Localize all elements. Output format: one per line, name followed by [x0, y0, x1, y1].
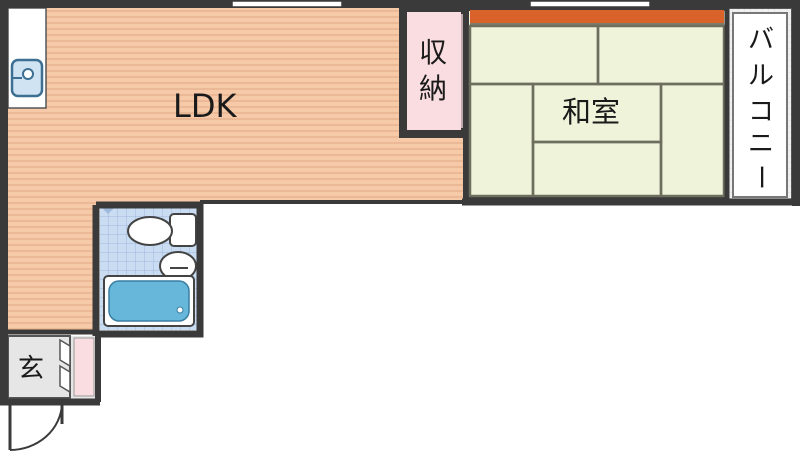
washitsu-room: 和室 [463, 5, 731, 203]
storage-label-1: 収 [419, 36, 447, 69]
tokonoma-strip [470, 10, 724, 24]
bathtub-icon [103, 275, 195, 327]
ldk-floor [8, 8, 465, 330]
balcony-char-3: コ [748, 97, 774, 127]
window-ldk [231, 0, 343, 8]
tatami-mats [468, 24, 726, 198]
balcony-char-2: ル [748, 61, 774, 91]
toilet-icon [127, 213, 197, 247]
bathroom [92, 201, 204, 338]
shoe-cabinet [73, 337, 95, 397]
balcony-char-4: ニ [748, 129, 774, 159]
balcony-char-5: ー [745, 164, 775, 190]
kitchen-counter [7, 7, 47, 109]
storage-floor [403, 8, 465, 134]
washitsu-label: 和室 [562, 95, 620, 129]
sink-drain-icon [22, 68, 34, 80]
front-door-icon [8, 403, 64, 452]
storage-label-2: 納 [419, 72, 447, 105]
ldk-room: LDK [8, 8, 465, 330]
entrance-label: 玄 [18, 354, 44, 384]
exterior-walls [0, 0, 800, 406]
ldk-label: LDK [173, 87, 237, 125]
balcony: バ ル コ ニ ー [727, 7, 793, 203]
entrance: 玄 [7, 335, 96, 400]
window-washitsu [529, 0, 651, 8]
storage-closet: 収 納 [399, 4, 469, 138]
balcony-char-1: バ [748, 25, 774, 55]
washbasin-icon [159, 251, 197, 281]
